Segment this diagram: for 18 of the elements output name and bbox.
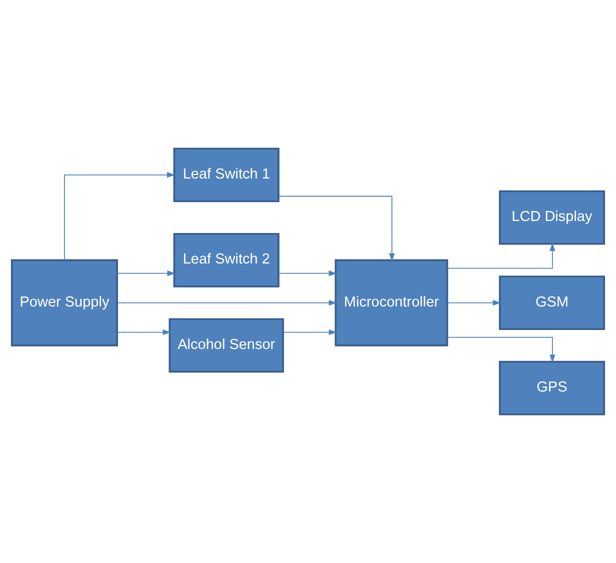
arrow bbox=[117, 329, 171, 336]
node-box: Alcohol Sensor bbox=[168, 318, 284, 373]
arrow bbox=[446, 242, 556, 269]
arrow bbox=[116, 300, 337, 306]
arrow bbox=[447, 300, 501, 306]
node-box: Leaf Switch 2 bbox=[173, 232, 280, 288]
arrow bbox=[446, 336, 556, 363]
node-box: GSM bbox=[498, 276, 606, 330]
node-box: Power Supply bbox=[10, 259, 118, 346]
arrow bbox=[64, 172, 176, 260]
node-box: GPS bbox=[498, 360, 606, 416]
arrow bbox=[278, 196, 395, 262]
node-box: LCD Display bbox=[498, 190, 606, 245]
node-box: Leaf Switch 1 bbox=[173, 148, 280, 202]
node-box: Microcontroller bbox=[334, 259, 448, 346]
arrow bbox=[117, 270, 176, 276]
arrow bbox=[278, 270, 337, 276]
arrow bbox=[282, 329, 338, 336]
